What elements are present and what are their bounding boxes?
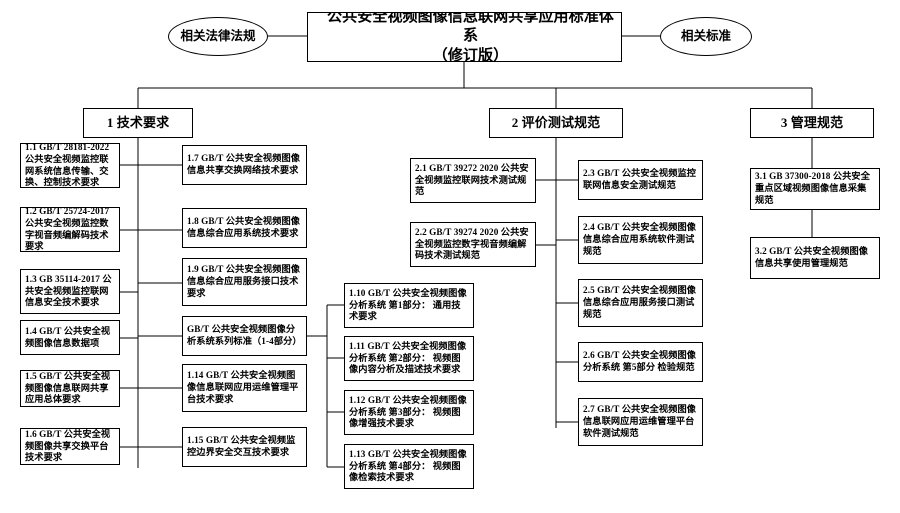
standard-box-1-9: 1.9 GB/T 公共安全视频图像信息综合应用服务接口技术要求 bbox=[182, 258, 307, 306]
standard-text: 2.5 GB/T 公共安全视频图像信息综合应用服务接口测试规范 bbox=[583, 285, 697, 319]
standard-box-1-8: 1.8 GB/T 公共安全视频图像信息综合应用系统技术要求 bbox=[182, 208, 307, 248]
standard-box-1-4: 1.4 GB/T 公共安全视频图像信息数据项 bbox=[20, 320, 120, 355]
standard-text: 1.9 GB/T 公共安全视频图像信息综合应用服务接口技术要求 bbox=[187, 264, 301, 298]
standard-text: 1.14 GB/T 公共安全视频图像信息联网应用运维管理平台技术要求 bbox=[187, 370, 299, 404]
related-laws-node: 相关法律法规 bbox=[168, 17, 268, 56]
standard-text: 2.1 GB/T 39272 2020 公共安全视频监控联网技术测试规范 bbox=[415, 162, 529, 197]
standard-text: 1.8 GB/T 公共安全视频图像信息综合应用系统技术要求 bbox=[187, 216, 301, 238]
standard-box-1-7: 1.7 GB/T 公共安全视频图像信息共享交换网络技术要求 bbox=[182, 145, 307, 185]
standard-box-2-5: 2.5 GB/T 公共安全视频图像信息综合应用服务接口测试规范 bbox=[578, 279, 703, 327]
standard-text: 1.4 GB/T 公共安全视频图像信息数据项 bbox=[25, 325, 111, 348]
standard-box-2-7: 2.7 GB/T 公共安全视频图像信息联网应用运维管理平台软件测试规范 bbox=[578, 398, 703, 446]
standard-box-1-10: 1.10 GB/T 公共安全视频图像分析系统 第1部分： 通用技术要求 bbox=[344, 283, 474, 328]
standard-box-3-1: 3.1 GB 37300-2018 公共安全重点区域视频图像信息采集规范 bbox=[750, 168, 880, 210]
standard-text: 1.1 GB/T 28181-2022 公共安全视频监控联网系统信息传输、交换、… bbox=[25, 143, 110, 188]
category-evaluation-test-specs: 2 评价测试规范 bbox=[489, 108, 623, 138]
standard-text: 1.11 GB/T 公共安全视频图像分析系统 第2部分： 视频图像内容分析及描述… bbox=[349, 340, 467, 375]
standard-box-2-1: 2.1 GB/T 39272 2020 公共安全视频监控联网技术测试规范 bbox=[410, 158, 536, 203]
category-label: 1 技术要求 bbox=[106, 115, 170, 131]
category-label: 2 评价测试规范 bbox=[511, 115, 601, 131]
category-label: 3 管理规范 bbox=[780, 115, 844, 131]
standard-text: 1.3 GB 35114-2017 公共安全视频监控联网信息安全技术要求 bbox=[25, 273, 112, 308]
category-management-specs: 3 管理规范 bbox=[750, 108, 874, 138]
root-title-line2: （修订版） bbox=[432, 47, 509, 62]
standard-text: 2.7 GB/T 公共安全视频图像信息联网应用运维管理平台软件测试规范 bbox=[583, 404, 697, 438]
standard-text: 3.1 GB 37300-2018 公共安全重点区域视频图像信息采集规范 bbox=[755, 171, 871, 205]
root-title-line1: 公共安全视频图像信息联网共享应用标准体系 bbox=[327, 12, 614, 45]
standard-box-1-1: 1.1 GB/T 28181-2022 公共安全视频监控联网系统信息传输、交换、… bbox=[20, 143, 120, 188]
standard-box-1-15: 1.15 GB/T 公共安全视频监控边界安全交互技术要求 bbox=[182, 427, 307, 467]
standard-box-1-11: 1.11 GB/T 公共安全视频图像分析系统 第2部分： 视频图像内容分析及描述… bbox=[344, 336, 474, 381]
standard-text: 1.6 GB/T 公共安全视频图像共享交换平台技术要求 bbox=[25, 428, 111, 463]
standard-box-1-13: 1.13 GB/T 公共安全视频图像分析系统 第4部分： 视频图像检索技术要求 bbox=[344, 444, 474, 489]
standard-box-analysis-series: GB/T 公共安全视频图像分析系统系列标准（1-4部分） bbox=[182, 316, 307, 356]
standard-text: 1.5 GB/T 公共安全视频图像信息联网共享应用总体要求 bbox=[25, 370, 111, 405]
standard-box-2-2: 2.2 GB/T 39274 2020 公共安全视频监控数字视音频编解码技术测试… bbox=[410, 222, 536, 267]
related-standards-label: 相关标准 bbox=[680, 29, 731, 43]
standard-text: 2.3 GB/T 公共安全视频监控联网信息安全测试规范 bbox=[583, 168, 697, 190]
standard-text: 2.2 GB/T 39274 2020 公共安全视频监控数字视音频编解码技术测试… bbox=[415, 226, 529, 261]
standard-box-2-6: 2.6 GB/T 公共安全视频图像分析系统 第5部分 检验规范 bbox=[578, 342, 703, 382]
standard-box-3-2: 3.2 GB/T 公共安全视频图像信息共享使用管理规范 bbox=[750, 237, 880, 279]
standard-box-2-4: 2.4 GB/T 公共安全视频图像信息综合应用系统软件测试规范 bbox=[578, 216, 703, 264]
standard-text: 3.2 GB/T 公共安全视频图像信息共享使用管理规范 bbox=[755, 246, 869, 268]
standard-box-1-12: 1.12 GB/T 公共安全视频图像分析系统 第3部分： 视频图像增强技术要求 bbox=[344, 390, 474, 435]
standard-box-1-14: 1.14 GB/T 公共安全视频图像信息联网应用运维管理平台技术要求 bbox=[182, 364, 307, 412]
standard-box-2-3: 2.3 GB/T 公共安全视频监控联网信息安全测试规范 bbox=[578, 160, 703, 200]
standard-text: 2.4 GB/T 公共安全视频图像信息综合应用系统软件测试规范 bbox=[583, 222, 697, 256]
related-standards-node: 相关标准 bbox=[660, 17, 752, 56]
standard-text: 1.15 GB/T 公共安全视频监控边界安全交互技术要求 bbox=[187, 435, 296, 457]
standard-text: GB/T 公共安全视频图像分析系统系列标准（1-4部分） bbox=[187, 324, 302, 346]
standard-box-1-5: 1.5 GB/T 公共安全视频图像信息联网共享应用总体要求 bbox=[20, 370, 120, 407]
category-technical-requirements: 1 技术要求 bbox=[83, 108, 193, 138]
standard-box-1-3: 1.3 GB 35114-2017 公共安全视频监控联网信息安全技术要求 bbox=[20, 269, 120, 314]
standard-text: 1.7 GB/T 公共安全视频图像信息共享交换网络技术要求 bbox=[187, 153, 301, 175]
standard-text: 1.12 GB/T 公共安全视频图像分析系统 第3部分： 视频图像增强技术要求 bbox=[349, 394, 467, 429]
root-title-box: 公共安全视频图像信息联网共享应用标准体系 （修订版） bbox=[307, 12, 622, 62]
standard-text: 1.10 GB/T 公共安全视频图像分析系统 第1部分： 通用技术要求 bbox=[349, 287, 467, 322]
standard-box-1-2: 1.2 GB/T 25724-2017 公共安全视频监控数字视音频编解码技术要求 bbox=[20, 207, 120, 252]
related-laws-label: 相关法律法规 bbox=[180, 29, 256, 43]
standard-text: 1.13 GB/T 公共安全视频图像分析系统 第4部分： 视频图像检索技术要求 bbox=[349, 448, 467, 483]
standard-text: 2.6 GB/T 公共安全视频图像分析系统 第5部分 检验规范 bbox=[583, 350, 697, 372]
standard-text: 1.2 GB/T 25724-2017 公共安全视频监控数字视音频编解码技术要求 bbox=[25, 207, 110, 252]
standard-box-1-6: 1.6 GB/T 公共安全视频图像共享交换平台技术要求 bbox=[20, 428, 120, 465]
